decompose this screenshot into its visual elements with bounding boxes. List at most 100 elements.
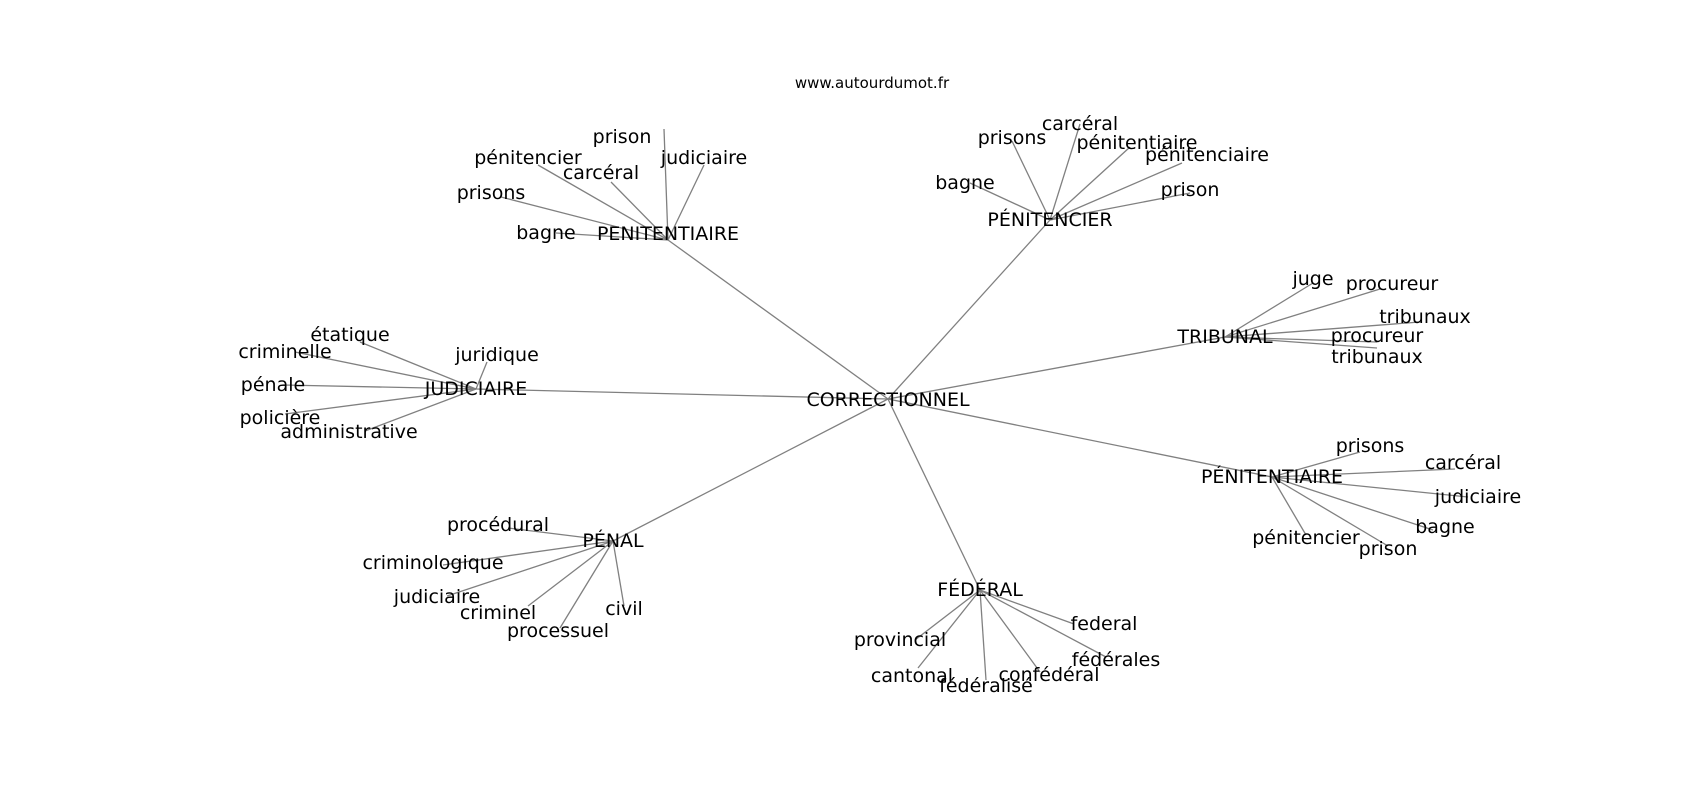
edge-center-to-hub — [667, 239, 889, 400]
edge-hub-to-leaf — [979, 589, 1075, 625]
leaf-word[interactable]: procédural — [447, 514, 549, 536]
edge-hub-to-leaf — [537, 164, 669, 241]
edge-center-to-hub — [887, 398, 1273, 478]
edge-hub-to-leaf — [610, 181, 669, 241]
edge-hub-to-leaf — [282, 384, 477, 390]
leaf-word[interactable]: prison — [593, 126, 652, 148]
leaf-word[interactable]: procureur — [1346, 273, 1439, 295]
edge-hub-to-leaf — [284, 388, 477, 415]
edge-hub-to-leaf — [1271, 476, 1469, 498]
edge-hub-to-leaf — [917, 589, 981, 669]
edge-hub-to-leaf — [914, 589, 981, 641]
leaf-word[interactable]: tribunaux — [1379, 306, 1471, 328]
leaf-word[interactable]: prisons — [978, 127, 1047, 149]
leaf-word[interactable]: criminelle — [238, 341, 331, 363]
edge-hub-to-leaf — [1224, 336, 1378, 343]
edge-hub-to-leaf — [442, 540, 614, 566]
edge-hub-to-leaf — [1271, 451, 1361, 478]
leaf-word[interactable]: cantonal — [871, 665, 953, 687]
hub-word[interactable]: PÉNITENCIER — [987, 208, 1112, 231]
edge-hub-to-leaf — [1049, 146, 1131, 221]
center-word[interactable]: CORRECTIONNEL — [806, 389, 969, 411]
hub-word[interactable]: FÉDÉRAL — [937, 578, 1023, 601]
leaf-word[interactable]: pénitenciaire — [1145, 144, 1269, 166]
edge-hub-to-leaf — [663, 128, 669, 241]
edge-hub-to-leaf — [359, 341, 477, 390]
leaf-word[interactable]: tribunaux — [1331, 346, 1423, 368]
hub-word[interactable]: PENITENTIAIRE — [597, 223, 739, 245]
edge-hub-to-leaf — [612, 540, 625, 607]
hub-word[interactable]: PÉNAL — [582, 529, 644, 552]
leaf-word[interactable]: pénale — [241, 374, 305, 396]
leaf-word[interactable]: étatique — [310, 324, 389, 346]
leaf-word[interactable]: criminel — [460, 602, 536, 624]
leaf-word[interactable]: prison — [1161, 179, 1220, 201]
leaf-word[interactable]: carcéral — [563, 162, 639, 184]
leaf-word[interactable]: policière — [240, 407, 321, 429]
leaf-word[interactable]: administrative — [280, 421, 417, 443]
hub-word[interactable]: PÉNITENTIAIRE — [1201, 465, 1343, 488]
hub-word[interactable]: TRIBUNAL — [1176, 326, 1273, 348]
leaf-word[interactable]: provincial — [854, 629, 946, 651]
leaf-word[interactable]: pénitencier — [1252, 527, 1360, 549]
hub-word[interactable]: JUDICIAIRE — [424, 378, 527, 400]
leaf-word[interactable]: judiciaire — [393, 586, 480, 608]
edge-hub-to-leaf — [1271, 476, 1389, 547]
edge-hub-to-leaf — [969, 182, 1051, 221]
edge-hub-to-leaf — [667, 164, 705, 241]
edge-hub-to-leaf — [979, 589, 987, 681]
edge-center-to-hub — [887, 398, 981, 591]
edge-hub-to-leaf — [1049, 123, 1081, 221]
edge-hub-to-leaf — [446, 540, 614, 597]
leaf-word[interactable]: prisons — [457, 182, 526, 204]
leaf-word[interactable]: judiciaire — [660, 147, 747, 169]
edge-hub-to-leaf — [979, 589, 1041, 673]
edge-hub-to-leaf — [507, 527, 614, 542]
edge-hub-to-leaf — [1011, 140, 1051, 221]
edge-hub-to-leaf — [1271, 476, 1307, 536]
leaf-word[interactable]: bagne — [516, 222, 576, 244]
edge-hub-to-leaf — [1224, 321, 1421, 338]
edge-hub-to-leaf — [1224, 336, 1378, 349]
edge-hub-to-leaf — [559, 540, 614, 629]
leaf-word[interactable]: fédéralisé — [939, 675, 1033, 697]
edge-hub-to-leaf — [475, 361, 488, 390]
edge-hub-to-leaf — [979, 589, 1107, 658]
leaf-word[interactable]: fédérales — [1072, 649, 1160, 671]
leaf-word[interactable]: prisons — [1336, 435, 1405, 457]
leaf-word[interactable]: bagne — [935, 172, 995, 194]
leaf-word[interactable]: confédéral — [999, 664, 1100, 686]
leaf-word[interactable]: federal — [1071, 613, 1138, 635]
graph-edges — [282, 123, 1469, 681]
leaf-word[interactable]: bagne — [1415, 516, 1475, 538]
edge-hub-to-leaf — [1271, 468, 1456, 478]
leaf-word[interactable]: judiciaire — [1434, 486, 1521, 508]
leaf-word[interactable]: carcéral — [1042, 113, 1118, 135]
graph-labels: www.autourdumot.fr CORRECTIONNEL prisonp… — [238, 74, 1521, 697]
leaf-word[interactable]: processuel — [507, 620, 609, 642]
edge-hub-to-leaf — [1049, 192, 1191, 221]
leaf-word[interactable]: prison — [1359, 538, 1418, 560]
leaf-word[interactable]: pénitentiaire — [1077, 132, 1198, 154]
edge-center-to-hub — [475, 388, 889, 400]
leaf-word[interactable]: pénitencier — [474, 147, 582, 169]
edge-center-to-hub — [887, 219, 1051, 400]
leaf-word[interactable]: juridique — [454, 344, 539, 366]
edge-hub-to-leaf — [500, 196, 669, 241]
leaf-word[interactable]: juge — [1291, 268, 1333, 290]
edge-hub-to-leaf — [1224, 282, 1314, 338]
edge-hub-to-leaf — [1271, 476, 1434, 531]
site-url[interactable]: www.autourdumot.fr — [795, 74, 950, 92]
leaf-word[interactable]: carcéral — [1425, 452, 1501, 474]
edge-center-to-hub — [612, 398, 889, 542]
leaf-word[interactable]: procureur — [1331, 325, 1424, 347]
edge-hub-to-leaf — [1224, 288, 1381, 338]
edge-hub-to-leaf — [294, 351, 477, 390]
edge-hub-to-leaf — [555, 232, 669, 241]
edge-hub-to-leaf — [364, 388, 477, 432]
leaf-word[interactable]: civil — [605, 598, 643, 620]
edge-center-to-hub — [887, 336, 1226, 400]
leaf-word[interactable]: criminologique — [362, 552, 503, 574]
edge-hub-to-leaf — [1049, 162, 1183, 221]
